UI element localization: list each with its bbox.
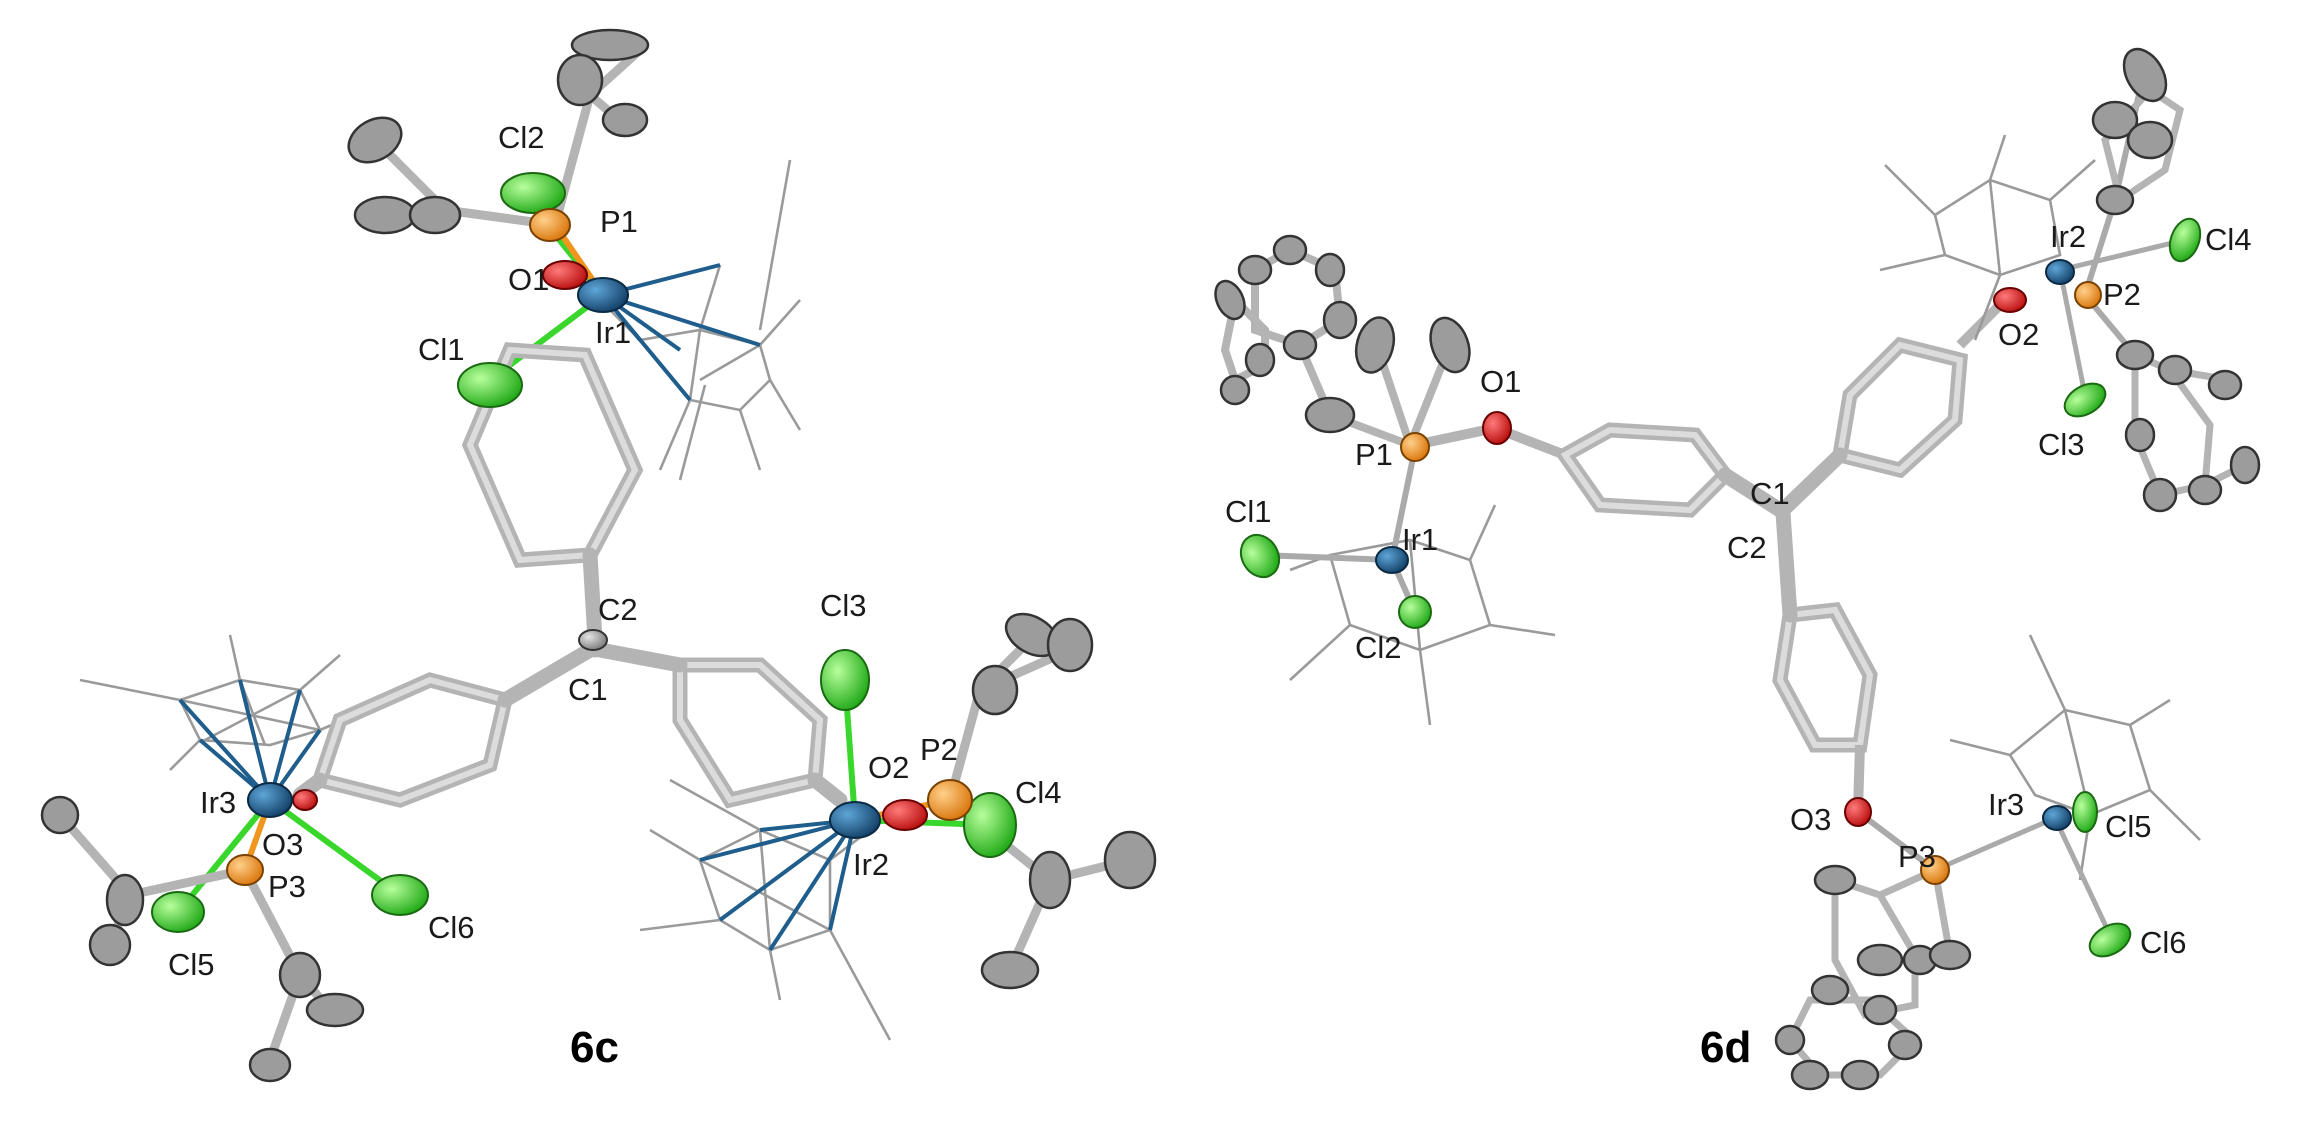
label-6d-ir2: Ir2	[2050, 219, 2086, 254]
compound-label-6c: 6c	[570, 1023, 619, 1072]
label-6c-ir1: Ir1	[595, 315, 631, 350]
atom-labels-6d: O1 P1 Cl1 Ir1 Cl2 C1 C2 Ir2 Cl4 O2 P2 Cl…	[1225, 219, 2252, 960]
label-6c-cl1: Cl1	[418, 332, 465, 367]
label-6d-c1: C1	[1750, 476, 1790, 511]
label-6d-o1: O1	[1480, 364, 1521, 399]
label-6c-cl3: Cl3	[820, 588, 867, 623]
label-6d-ir1: Ir1	[1402, 522, 1438, 557]
6d-ir3-bonds	[1856, 809, 2113, 937]
label-6c-p1: P1	[600, 204, 638, 239]
heteroatoms-6c	[151, 172, 1017, 933]
cp-star-ring-6d-ir3	[1949, 634, 2201, 881]
label-6c-cl6: Cl6	[428, 910, 475, 945]
heteroatoms-6d	[1239, 217, 2202, 958]
label-6d-cl6: Cl6	[2140, 925, 2187, 960]
label-6d-cl5: Cl5	[2105, 809, 2152, 844]
label-6c-c2: C2	[598, 592, 638, 627]
label-6d-cl2: Cl2	[1355, 630, 1402, 665]
6d-aryl-ring-lower	[1772, 505, 1878, 811]
label-6c-o1: O1	[508, 262, 549, 297]
label-6d-ir3: Ir3	[1988, 787, 2024, 822]
aryl-ring-left	[292, 642, 598, 808]
label-6d-c2: C2	[1727, 530, 1767, 565]
label-6d-o2: O2	[1998, 317, 2039, 352]
aryl-ring-right	[592, 642, 848, 809]
label-6c-p3: P3	[268, 869, 306, 904]
label-6c-cl4: Cl4	[1015, 775, 1062, 810]
6d-aryl-ring-upper	[1777, 296, 2009, 516]
label-6d-p1: P1	[1355, 437, 1393, 472]
panel-6c: Cl2 P1 O1 Ir1 Cl1 C2 C1 Cl3 P2 O2 Cl4 Ir…	[40, 28, 1157, 1083]
atom-labels-6c: Cl2 P1 O1 Ir1 Cl1 C2 C1 Cl3 P2 O2 Cl4 Ir…	[168, 120, 1062, 982]
label-6c-ir2: Ir2	[853, 847, 889, 882]
carbon-ellipsoids-6c	[40, 28, 1157, 1083]
label-6d-cl1: Cl1	[1225, 494, 1272, 529]
label-6d-cl3: Cl3	[2038, 427, 2085, 462]
cp-star-ring-6d-ir2	[1879, 134, 2096, 341]
label-6c-cl5: Cl5	[168, 947, 215, 982]
label-6c-o3: O3	[262, 827, 303, 862]
6d-aryl-ring-left	[1413, 422, 1788, 518]
ir3-bonds	[177, 679, 402, 912]
label-6d-p2: P2	[2103, 277, 2141, 312]
label-6c-cl2: Cl2	[498, 120, 545, 155]
label-6d-p3: P3	[1898, 839, 1936, 874]
label-6d-cl4: Cl4	[2205, 222, 2252, 257]
aryl-ring-top	[461, 342, 644, 648]
label-6c-p2: P2	[920, 732, 958, 767]
label-6c-c1: C1	[568, 672, 608, 707]
compound-label-6d: 6d	[1700, 1023, 1751, 1072]
panel-6d: O1 P1 Cl1 Ir1 Cl2 C1 C2 Ir2 Cl4 O2 P2 Cl…	[1214, 47, 2261, 1091]
carbon-ellipsoids-6d	[1214, 47, 2261, 1091]
cp-star-ring-ir3	[79, 634, 391, 771]
label-6c-o2: O2	[868, 750, 909, 785]
label-6d-o3: O3	[1790, 802, 1831, 837]
6d-ir1-bonds	[1259, 447, 1418, 614]
label-6c-ir3: Ir3	[200, 785, 236, 820]
